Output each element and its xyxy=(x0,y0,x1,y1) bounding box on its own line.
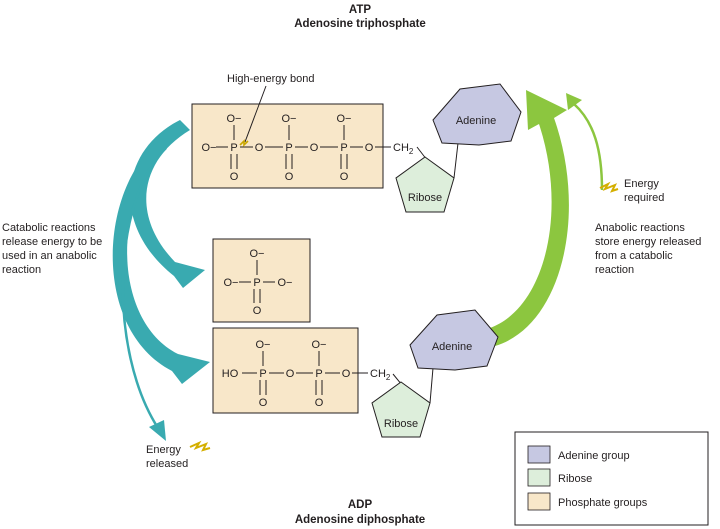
free-p-o-minus-right: O− xyxy=(278,277,293,289)
atp-adenine-label: Adenine xyxy=(456,115,496,127)
anabolic-arrows xyxy=(490,90,604,346)
energy-required-lightning-icon xyxy=(599,181,619,193)
atp-abbr: ATP xyxy=(349,4,371,16)
high-energy-bond-pointer xyxy=(244,85,267,143)
atp-p2-o-bottom: O xyxy=(285,171,294,183)
anabolic-line-3: from a catabolic xyxy=(595,250,673,262)
adp-adenine-label: Adenine xyxy=(432,341,472,353)
atp-ch-subscript: 2 xyxy=(409,147,414,156)
atp-p2-o-minus-top: O− xyxy=(282,113,297,125)
free-p-o-minus-top: O− xyxy=(250,248,265,260)
adp-ch2: CH2 xyxy=(370,368,391,382)
adp-p2-o-bottom: O xyxy=(315,397,324,409)
adp-ribose-pentagon xyxy=(371,381,431,438)
adp-ch-subscript: 2 xyxy=(386,373,391,382)
atp-adenine-ring xyxy=(432,83,522,146)
atp-o1: O xyxy=(255,142,264,154)
catabolic-arrow-energy-released-head xyxy=(149,420,166,441)
adp-p2-o-minus-top: O− xyxy=(312,339,327,351)
adp-o2: O xyxy=(342,368,351,380)
legend: Adenine group Ribose Phosphate groups xyxy=(514,431,709,526)
atp-phosphate-box xyxy=(191,103,384,189)
atp-p3-o-bottom: O xyxy=(340,171,349,183)
atp-o-minus-left: O− xyxy=(202,142,217,154)
atp-p1: P xyxy=(230,142,237,154)
high-energy-bond-label: High-energy bond xyxy=(227,73,314,85)
adp-name: Adenosine diphosphate xyxy=(295,514,425,526)
anabolic-arrow-main xyxy=(490,90,569,346)
legend-label-phosphate: Phosphate groups xyxy=(558,497,648,509)
energy-released-lightning-icon xyxy=(189,440,211,452)
atp-p3: P xyxy=(340,142,347,154)
adp-p1: P xyxy=(259,368,266,380)
adp-p1-o-bottom: O xyxy=(259,397,268,409)
catabolic-description: Catabolic reactions release energy to be… xyxy=(2,222,102,276)
adp-p2: P xyxy=(315,368,322,380)
atp-o3: O xyxy=(365,142,374,154)
adp-p1-o-minus-top: O− xyxy=(256,339,271,351)
catabolic-line-4: reaction xyxy=(2,264,41,276)
catabolic-line-3: used in an anabolic xyxy=(2,250,97,262)
atp-p1-o-bottom: O xyxy=(230,171,239,183)
anabolic-line-2: store energy released xyxy=(595,236,701,248)
energy-required: Energy required xyxy=(599,178,664,204)
catabolic-arrow-to-adp xyxy=(112,140,210,384)
atp-name: Adenosine triphosphate xyxy=(294,18,426,30)
adp-ch: CH xyxy=(370,368,386,380)
adp-ribose-label: Ribose xyxy=(384,418,418,430)
energy-released-line-2: released xyxy=(146,458,188,470)
anabolic-description: Anabolic reactions store energy released… xyxy=(595,222,701,276)
legend-label-adenine: Adenine group xyxy=(558,450,630,462)
catabolic-arrows xyxy=(112,120,210,441)
adp-o1: O xyxy=(286,368,295,380)
energy-released: Energy released xyxy=(146,440,211,470)
atp-ribose-pentagon xyxy=(395,156,455,213)
atp-p2: P xyxy=(285,142,292,154)
adp-abbr: ADP xyxy=(348,499,373,511)
legend-swatch-phosphate xyxy=(527,492,551,511)
catabolic-line-2: release energy to be xyxy=(2,236,102,248)
free-phosphate-group: O− O− P O− O xyxy=(224,248,293,317)
anabolic-arrow-energy-required xyxy=(573,103,604,191)
legend-swatch-ribose xyxy=(527,468,551,487)
adp-phosphate-chain: O− O− HO P O P O O O CH2 xyxy=(222,339,391,409)
atp-p1-o-minus-top: O− xyxy=(227,113,242,125)
energy-required-line-2: required xyxy=(624,192,664,204)
free-p-o-minus-left: O− xyxy=(224,277,239,289)
free-p-o-bottom: O xyxy=(253,305,262,317)
energy-required-line-1: Energy xyxy=(624,178,659,190)
atp-phosphate-chain: O− O− O− O− P O P O P O O O O CH2 xyxy=(202,113,414,183)
atp-ch: CH xyxy=(393,142,409,154)
atp-o2: O xyxy=(310,142,319,154)
adp-adenine-ring xyxy=(409,309,499,371)
catabolic-arrow-energy-released xyxy=(121,147,167,429)
anabolic-line-1: Anabolic reactions xyxy=(595,222,685,234)
anabolic-line-4: reaction xyxy=(595,264,634,276)
atp-p3-o-minus-top: O− xyxy=(337,113,352,125)
adp-phosphate-box xyxy=(212,327,359,414)
free-phosphate-box xyxy=(212,238,311,323)
high-energy-bond-squiggle xyxy=(239,139,249,147)
catabolic-line-1: Catabolic reactions xyxy=(2,222,96,234)
adp-ho: HO xyxy=(222,368,239,380)
energy-released-line-1: Energy xyxy=(146,444,181,456)
atp-ch2: CH2 xyxy=(393,142,414,156)
anabolic-arrow-energy-required-head xyxy=(566,93,582,110)
atp-ribose-label: Ribose xyxy=(408,192,442,204)
legend-swatch-adenine xyxy=(527,445,551,464)
legend-label-ribose: Ribose xyxy=(558,473,592,485)
free-p: P xyxy=(253,277,260,289)
